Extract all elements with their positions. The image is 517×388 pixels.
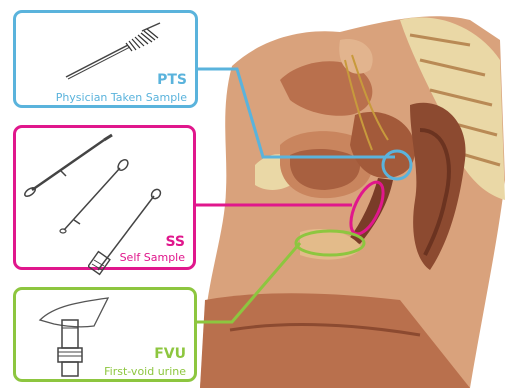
fvu-panel: FVU First-void urine bbox=[13, 287, 197, 382]
urine-collector-icon bbox=[34, 296, 114, 378]
ss-abbreviation: SS bbox=[165, 235, 185, 249]
pts-abbreviation: PTS bbox=[157, 73, 187, 87]
fvu-abbreviation: FVU bbox=[154, 347, 186, 361]
ss-panel: SS Self Sample bbox=[13, 125, 196, 270]
ss-full-name: Self Sample bbox=[120, 252, 185, 263]
pts-panel: PTS Physician Taken Sample bbox=[13, 10, 198, 108]
cervical-brush-icon bbox=[56, 21, 166, 81]
pts-full-name: Physician Taken Sample bbox=[56, 92, 187, 103]
fvu-full-name: First-void urine bbox=[104, 366, 186, 377]
